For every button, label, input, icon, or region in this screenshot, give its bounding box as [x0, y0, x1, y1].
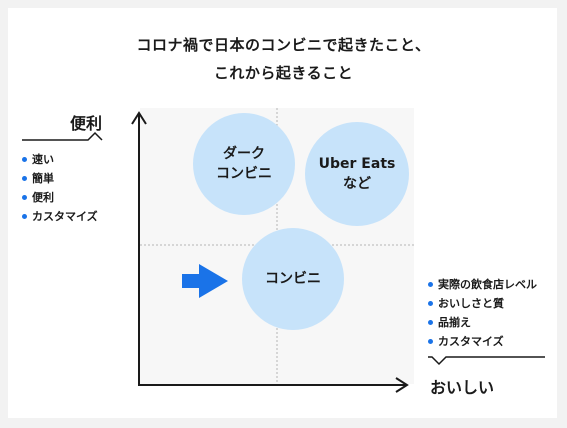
- y-axis-attribute-list: 速い 簡単 便利 カスタマイズ: [22, 150, 98, 226]
- title-line-2: これから起きること: [213, 64, 354, 82]
- x-axis-attribute-list: 実際の飲食店レベル おいしさと質 品揃え カスタマイズ: [428, 275, 537, 351]
- konbini-label: コンビニ: [265, 271, 321, 287]
- list-item: 品揃え: [428, 313, 537, 332]
- list-item: 実際の飲食店レベル: [428, 275, 537, 294]
- title-line-1: コロナ禍で日本のコンビニで起きたこと、: [136, 36, 431, 54]
- uber-eats-label-line2: など: [342, 176, 371, 192]
- list-item: 便利: [22, 188, 98, 207]
- list-item: おいしさと質: [428, 294, 537, 313]
- uber-eats-circle: Uber Eats など: [305, 122, 409, 226]
- y-axis-label: 便利: [70, 114, 103, 133]
- y-label-underline: [22, 131, 103, 141]
- uber-eats-label-line1: Uber Eats: [318, 156, 396, 172]
- dark-konbini-label-line1: ダーク: [223, 146, 265, 162]
- dark-konbini-circle: ダーク コンビニ: [193, 113, 295, 215]
- list-item: 速い: [22, 150, 98, 169]
- list-item: カスタマイズ: [428, 332, 537, 351]
- x-axis-label: おいしい: [430, 378, 495, 397]
- x-axis-arrowhead: [395, 377, 409, 393]
- right-arrow-icon: [182, 264, 228, 298]
- dark-konbini-label-line2: コンビニ: [216, 166, 272, 182]
- list-item: 簡単: [22, 169, 98, 188]
- x-label-overline: [428, 356, 545, 366]
- konbini-circle: コンビニ: [242, 228, 344, 330]
- list-item: カスタマイズ: [22, 207, 98, 226]
